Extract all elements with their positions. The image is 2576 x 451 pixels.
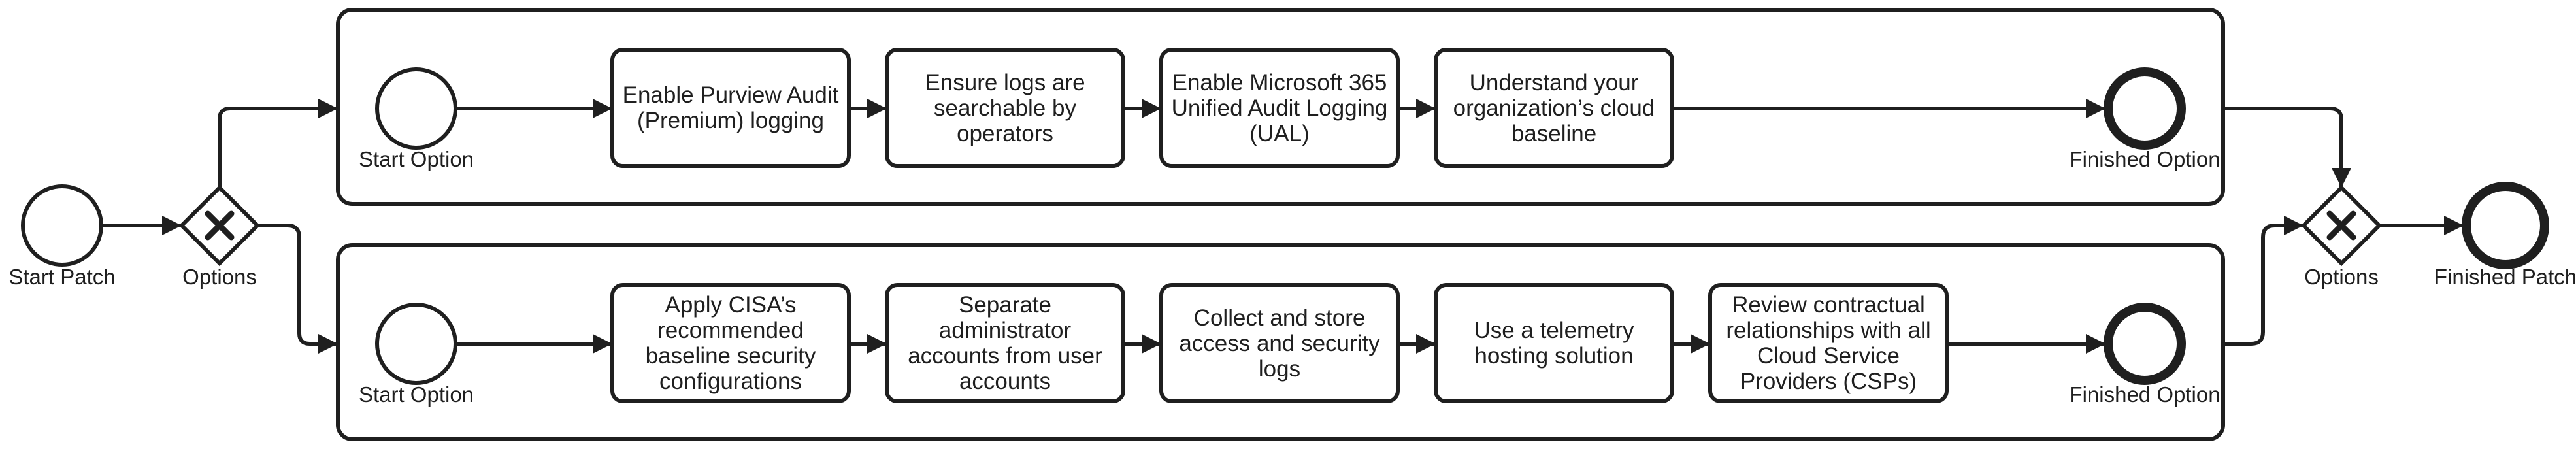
top-task-box-2[interactable] [885, 48, 1125, 168]
top-start-option-label: Start Option [358, 147, 474, 171]
join-gateway-label: Options [2304, 265, 2379, 289]
top-task-box-3[interactable] [1159, 48, 1400, 168]
top-start-option-event[interactable] [375, 67, 457, 150]
finished-patch-event[interactable] [2462, 182, 2549, 269]
start-patch-event[interactable] [21, 184, 103, 267]
bottom-task-3-text: Collect and store access and security lo… [1179, 305, 1380, 382]
bottom-start-option-label: Start Option [358, 382, 474, 407]
split-gateway[interactable] [178, 184, 261, 267]
bottom-task-box-5[interactable] [1708, 283, 1949, 403]
top-finished-option-label: Finished Option [2069, 147, 2221, 171]
exclusive-x-icon [205, 210, 235, 241]
bottom-task-box-4[interactable] [1434, 283, 1674, 403]
flow-bottom-to-join [2223, 216, 2304, 346]
flow-gateway-to-bottom [257, 224, 338, 354]
join-gateway[interactable] [2300, 184, 2383, 267]
bottom-task-5-text: Review contractual relationships with al… [1726, 292, 1931, 394]
finished-patch-label: Finished Patch [2434, 265, 2576, 289]
bottom-task-box-3[interactable] [1159, 283, 1400, 403]
bottom-task-box-2[interactable] [885, 283, 1125, 403]
bottom-finished-option-label: Finished Option [2069, 382, 2221, 407]
bottom-task-4-text: Use a telemetry hosting solution [1474, 318, 1634, 369]
start-patch-label: Start Patch [8, 265, 116, 289]
bottom-task-box-1[interactable] [610, 283, 851, 403]
top-task-3-text: Enable Microsoft 365 Unified Audit Loggi… [1171, 69, 1388, 146]
top-task-box-4[interactable] [1434, 48, 1674, 168]
top-task-2-text: Ensure logs are searchable by operators [925, 69, 1085, 146]
bottom-finished-option-event[interactable] [2104, 303, 2186, 385]
bottom-start-option-event[interactable] [375, 303, 457, 385]
bottom-task-2-text: Separate administrator accounts from use… [908, 292, 1102, 394]
flow-gateway-to-top [218, 99, 338, 188]
split-gateway-label: Options [182, 265, 257, 289]
top-task-box-1[interactable] [610, 48, 851, 168]
exclusive-x-icon [2326, 210, 2356, 241]
flow-top-to-join [2223, 107, 2351, 188]
bottom-task-1-text: Apply CISA’s recommended baseline securi… [645, 292, 816, 394]
top-task-4-text: Understand your organization’s cloud bas… [1453, 69, 1655, 146]
top-task-1-text: Enable Purview Audit (Premium) logging [622, 82, 839, 133]
top-finished-option-event[interactable] [2104, 67, 2186, 150]
